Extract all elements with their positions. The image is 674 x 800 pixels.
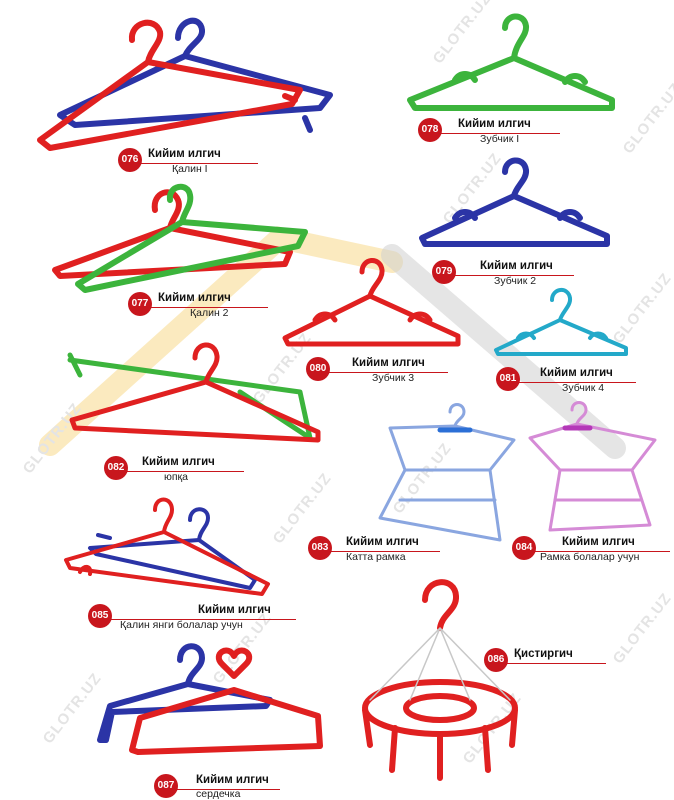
item-code-badge: 080 <box>306 357 330 381</box>
hanger-085-blue <box>88 507 257 590</box>
divider <box>534 551 670 552</box>
divider <box>518 382 636 383</box>
item-subtitle: Зубчик 2 <box>494 275 537 287</box>
hanger-082-green <box>67 352 313 441</box>
item-title: Кийим илгич <box>142 456 215 468</box>
hanger-078 <box>407 13 615 111</box>
hanger-083 <box>378 403 516 542</box>
item-title: Қистиргич <box>514 648 573 660</box>
item-code-badge: 077 <box>128 292 152 316</box>
item-code-badge: 083 <box>308 536 332 560</box>
item-subtitle: Зубчик 3 <box>372 372 415 384</box>
item-title: Кийим илгич <box>562 536 635 548</box>
item-subtitle: Қалин I <box>172 163 208 175</box>
item-code-badge: 079 <box>432 260 456 284</box>
divider <box>440 133 560 134</box>
item-code-badge: 087 <box>154 774 178 798</box>
item-subtitle: Қалин янги болалар учун <box>120 619 243 631</box>
divider <box>454 275 574 276</box>
divider <box>140 163 258 164</box>
item-title: Кийим илгич <box>540 367 613 379</box>
item-title: Кийим илгич <box>148 148 221 160</box>
item-code-badge: 078 <box>418 118 442 142</box>
hanger-076-blue <box>57 17 333 133</box>
item-title: Кийим илгич <box>196 774 269 786</box>
divider <box>176 789 280 790</box>
divider <box>110 619 296 620</box>
hanger-086 <box>362 579 518 781</box>
item-subtitle: Зубчик 4 <box>562 382 605 394</box>
item-subtitle: Катта рамка <box>346 551 406 563</box>
item-subtitle: сердечка <box>196 788 241 800</box>
item-code-badge: 085 <box>88 604 112 628</box>
hanger-085-red <box>64 497 270 596</box>
item-code-badge: 084 <box>512 536 536 560</box>
divider <box>330 551 440 552</box>
item-subtitle: юпқа <box>164 471 188 483</box>
hanger-077-red <box>52 189 293 279</box>
hanger-087-red <box>129 647 323 755</box>
item-title: Кийим илгич <box>458 118 531 130</box>
hanger-079 <box>419 157 610 247</box>
item-title: Кийим илгич <box>480 260 553 272</box>
item-code-badge: 082 <box>104 456 128 480</box>
item-title: Кийим илгич <box>198 604 271 616</box>
hanger-081 <box>494 288 628 356</box>
item-code-badge: 081 <box>496 367 520 391</box>
item-code-badge: 086 <box>484 648 508 672</box>
divider <box>506 663 606 664</box>
divider <box>126 471 244 472</box>
hanger-076-red <box>37 19 303 151</box>
item-subtitle: Рамка болалар учун <box>540 551 640 563</box>
hanger-077-green <box>75 183 308 293</box>
item-subtitle: Зубчик I <box>480 133 520 145</box>
item-title: Кийим илгич <box>158 292 231 304</box>
hanger-082-red <box>69 342 321 443</box>
item-title: Кийим илгич <box>346 536 419 548</box>
divider <box>328 372 448 373</box>
item-subtitle: Қалин 2 <box>190 307 229 319</box>
hanger-084 <box>528 401 657 532</box>
divider <box>150 307 268 308</box>
item-code-badge: 076 <box>118 148 142 172</box>
item-title: Кийим илгич <box>352 357 425 369</box>
hanger-080 <box>282 258 461 347</box>
